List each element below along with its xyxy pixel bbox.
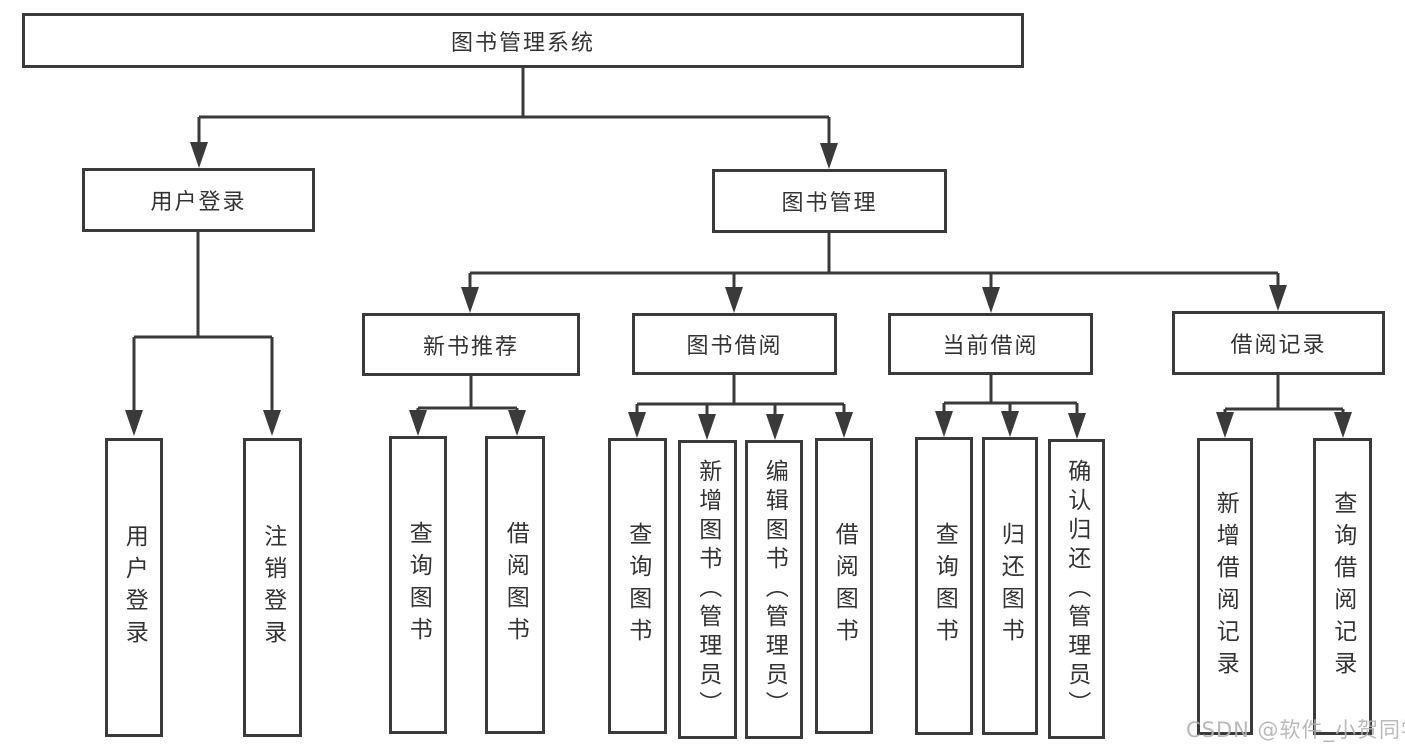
leaf-borrow-add-books-admin-label: 新增图书（管理员） <box>694 459 721 720</box>
node-book-management: 图书管理 <box>712 169 947 233</box>
leaf-current-query-books: 查询图书 <box>915 437 973 735</box>
node-new-book-recommend: 新书推荐 <box>362 313 580 376</box>
leaf-borrow-query-books: 查询图书 <box>608 438 667 734</box>
leaf-user-login-label: 用户登录 <box>121 523 148 652</box>
leaf-record-query-borrow-record-label: 查询借阅记录 <box>1329 490 1356 683</box>
node-user-login: 用户登录 <box>82 168 315 232</box>
node-root: 图书管理系统 <box>22 13 1024 68</box>
leaf-borrow-query-books-label: 查询图书 <box>624 522 651 650</box>
leaf-current-query-books-label: 查询图书 <box>931 522 958 650</box>
leaf-user-login: 用户登录 <box>105 438 163 737</box>
node-current-borrowing: 当前借阅 <box>888 313 1093 375</box>
connector-user-login-to-leaves <box>125 232 281 436</box>
node-borrowing-records: 借阅记录 <box>1172 311 1385 375</box>
connector-borrowing-records-to-leaves <box>1216 375 1352 438</box>
leaf-newbook-borrow-books: 借阅图书 <box>485 436 545 734</box>
leaf-borrow-edit-books-admin: 编辑图书（管理员） <box>745 440 803 739</box>
leaf-record-query-borrow-record: 查询借阅记录 <box>1313 438 1372 735</box>
leaf-borrow-add-books-admin: 新增图书（管理员） <box>678 440 737 739</box>
leaf-borrow-borrow-books-label: 借阅图书 <box>831 522 858 650</box>
leaf-logout-label: 注销登录 <box>259 523 286 652</box>
connector-current-borrowing-to-leaves <box>935 375 1086 439</box>
leaf-newbook-borrow-books-label: 借阅图书 <box>502 521 529 649</box>
connector-root-to-level2 <box>190 68 838 169</box>
leaf-current-confirm-return-admin: 确认归还（管理员） <box>1048 439 1105 739</box>
leaf-newbook-query-books-label: 查询图书 <box>405 521 432 649</box>
leaf-record-add-borrow-record: 新增借阅记录 <box>1197 438 1253 735</box>
leaf-current-return-books: 归还图书 <box>982 437 1038 735</box>
csdn-watermark: CSDN @软件_小贺同学 <box>1186 718 1405 742</box>
connector-book-borrowing-to-leaves <box>628 375 853 440</box>
leaf-logout: 注销登录 <box>243 438 302 737</box>
leaf-current-confirm-return-admin-label: 确认归还（管理员） <box>1063 458 1090 720</box>
leaf-borrow-edit-books-admin-label: 编辑图书（管理员） <box>761 459 788 720</box>
node-book-borrowing: 图书借阅 <box>632 313 837 375</box>
leaf-newbook-query-books: 查询图书 <box>389 436 447 734</box>
leaf-borrow-borrow-books: 借阅图书 <box>815 438 873 734</box>
connector-new-book-to-leaves <box>409 376 526 436</box>
leaf-record-add-borrow-record-label: 新增借阅记录 <box>1212 490 1239 683</box>
leaf-current-return-books-label: 归还图书 <box>997 522 1024 650</box>
connector-book-management-to-level3 <box>461 233 1287 313</box>
